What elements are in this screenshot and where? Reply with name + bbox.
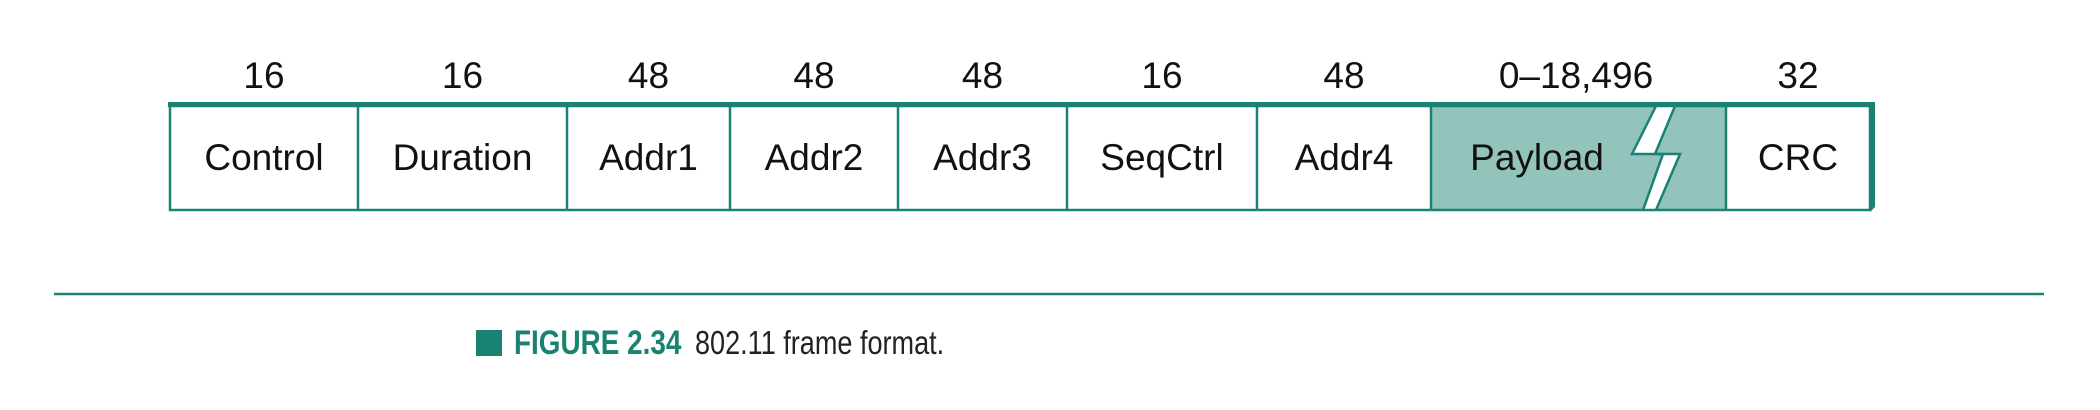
field-label-duration: Duration [393, 137, 533, 178]
field-size-duration: 16 [442, 55, 483, 96]
caption-figure-number: FIGURE 2.34 [514, 323, 682, 362]
field-size-addr3: 48 [962, 55, 1003, 96]
field-size-payload: 0–18,496 [1499, 55, 1653, 96]
field-size-crc: 32 [1777, 55, 1818, 96]
field-label-payload: Payload [1470, 137, 1604, 178]
field-size-addr2: 48 [793, 55, 834, 96]
caption-text: 802.11 frame format. [695, 324, 945, 361]
field-label-crc: CRC [1758, 137, 1838, 178]
field-label-control: Control [204, 137, 323, 178]
payload-field-fill-right [1655, 106, 1726, 210]
field-label-addr4: Addr4 [1295, 137, 1394, 178]
field-size-control: 16 [243, 55, 284, 96]
payload-break-line-right [1653, 105, 1682, 211]
field-size-addr1: 48 [628, 55, 669, 96]
field-label-addr3: Addr3 [933, 137, 1032, 178]
figure-caption: FIGURE 2.34 802.11 frame format. [476, 318, 999, 368]
payload-break-line-left [1629, 105, 1665, 211]
field-label-addr1: Addr1 [599, 137, 698, 178]
caption-square-icon [476, 330, 502, 356]
field-label-addr2: Addr2 [765, 137, 864, 178]
field-label-seqctrl: SeqCtrl [1100, 137, 1223, 178]
field-size-seqctrl: 16 [1141, 55, 1182, 96]
frame-outline [168, 104, 1872, 212]
payload-field-fill [1431, 106, 1663, 210]
field-size-addr4: 48 [1323, 55, 1364, 96]
